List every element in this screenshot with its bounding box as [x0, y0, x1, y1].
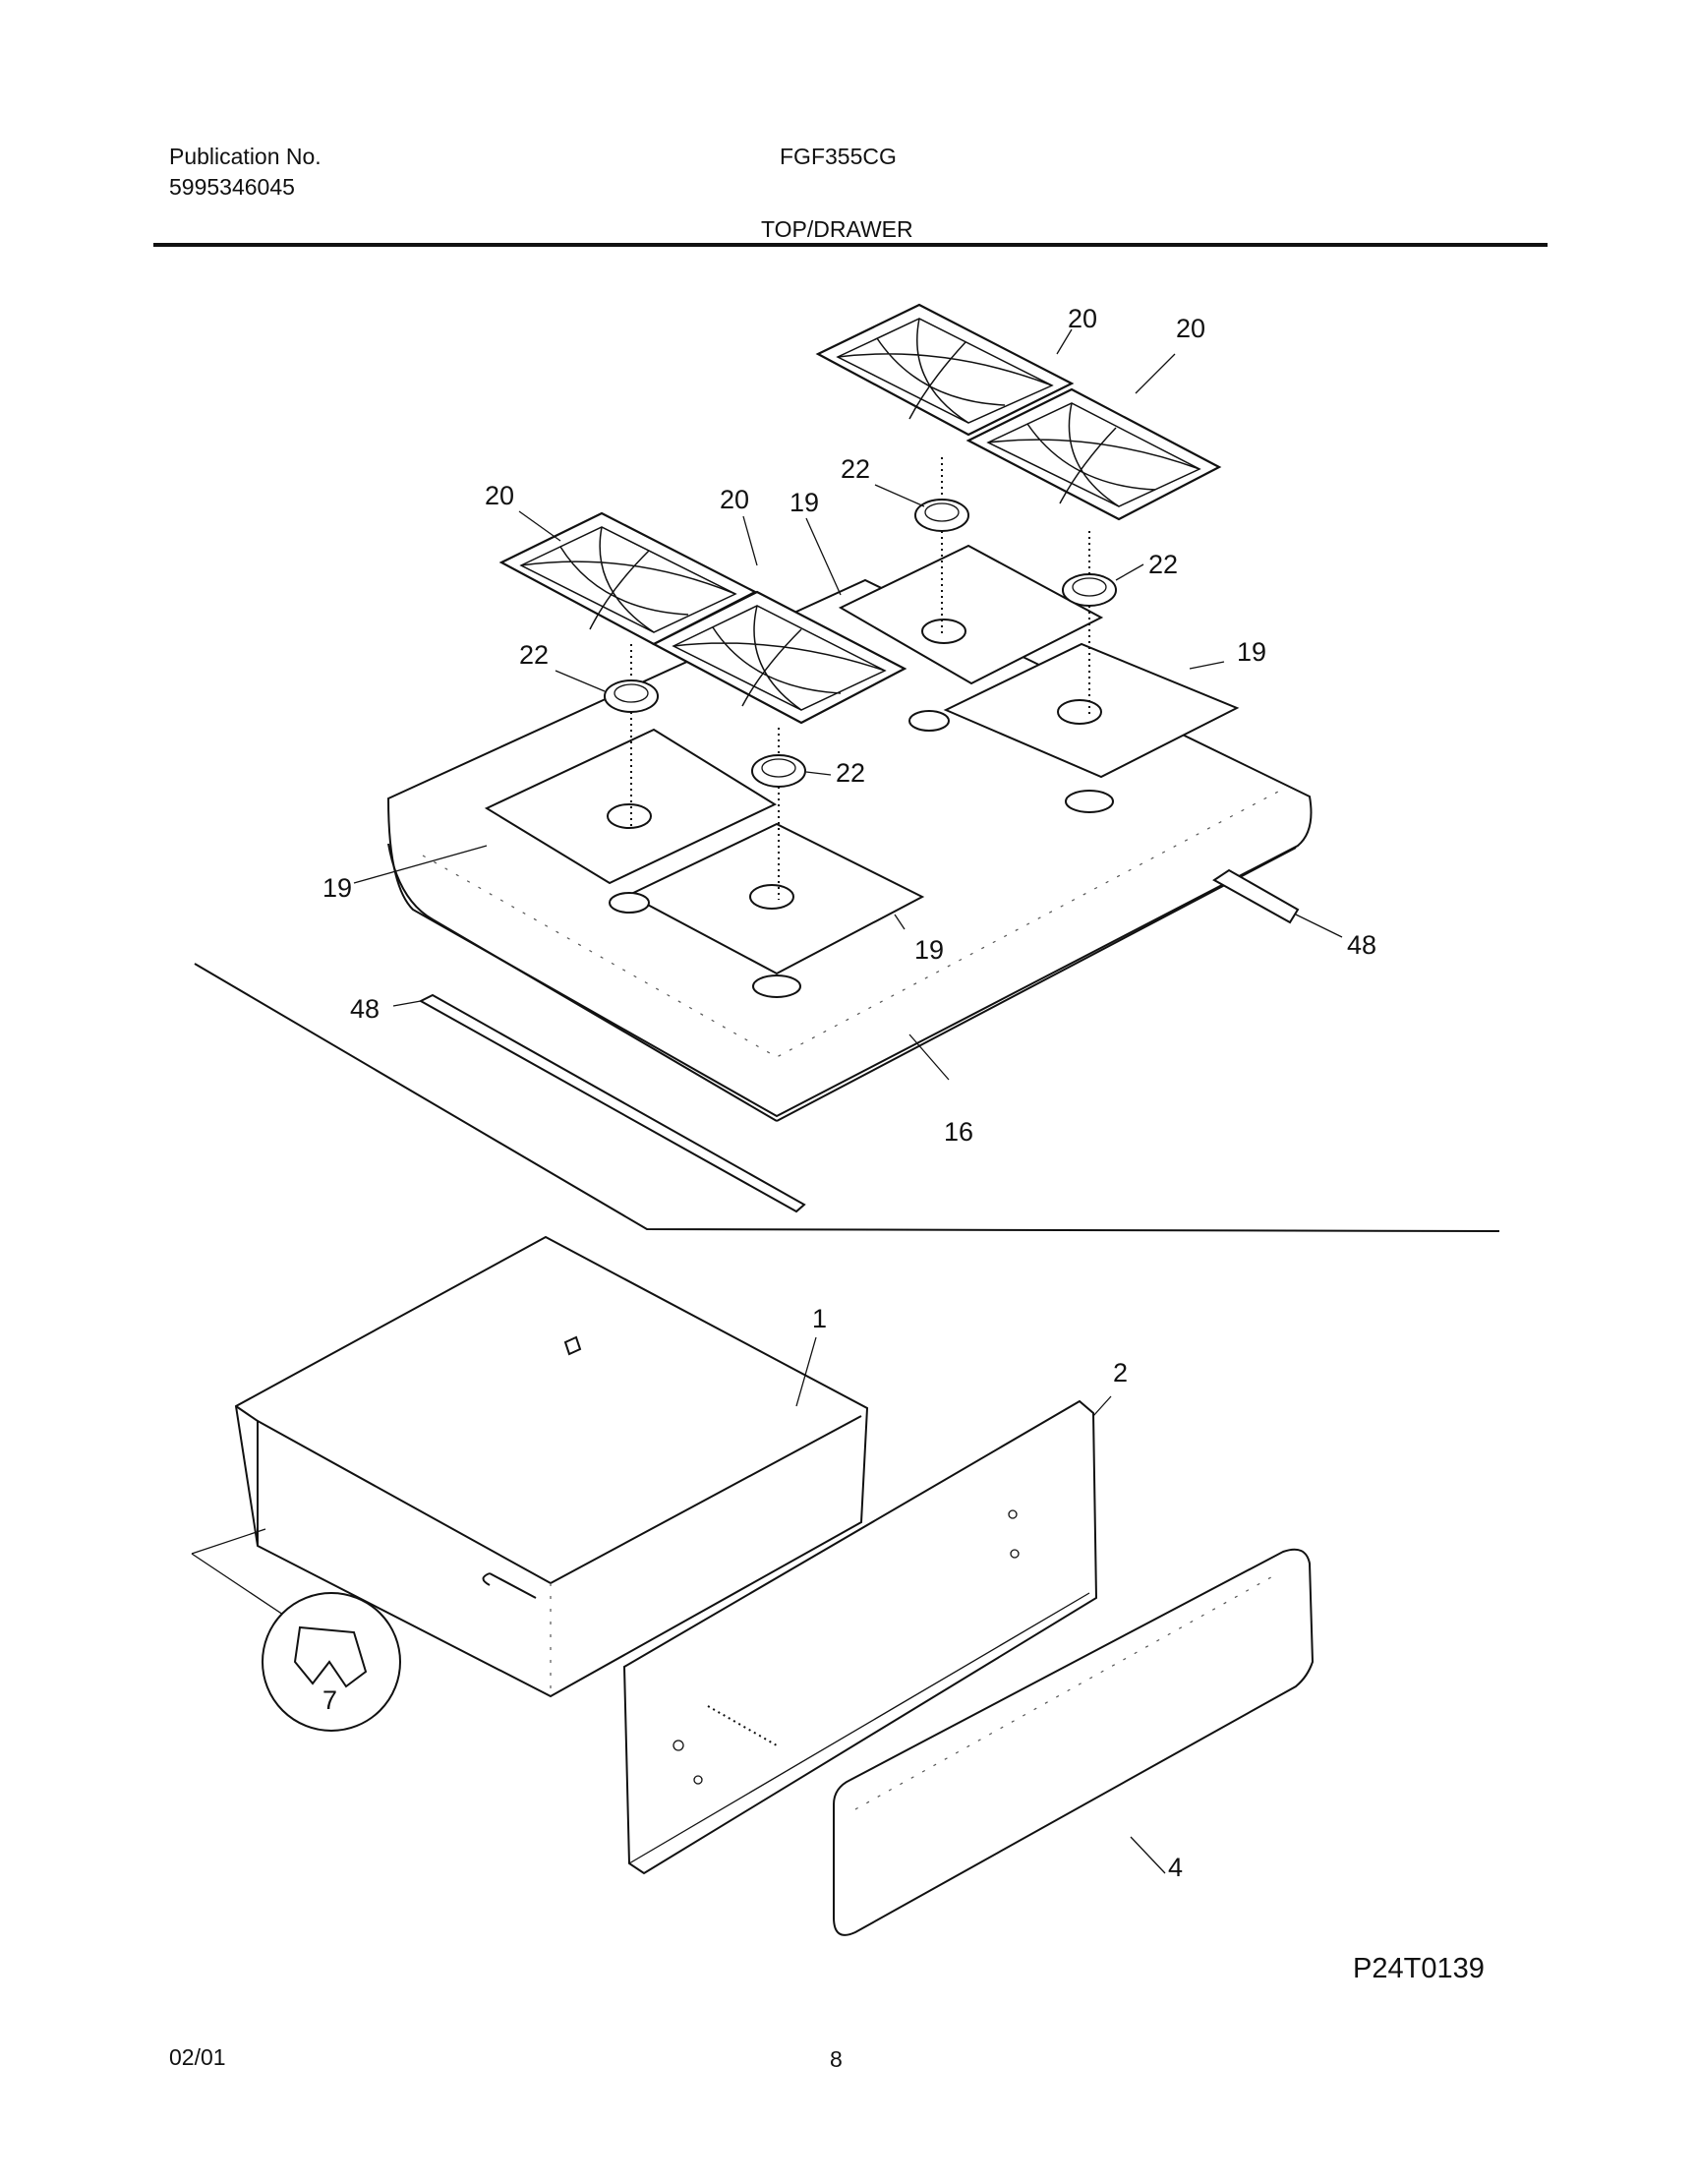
burner-head: [1062, 573, 1117, 607]
callout-grate-rear-right: 20: [1176, 314, 1205, 343]
drawer-front-panel: [622, 1399, 1098, 1875]
callout-trim-left: 48: [350, 994, 380, 1024]
callout-burner-pan-rear-left: 19: [790, 488, 819, 517]
burner-cup: [1065, 790, 1114, 813]
callout-burner-pan-front-left: 19: [322, 873, 352, 903]
section-divider-line: [194, 963, 1500, 1232]
callout-drawer-front-panel: 2: [1113, 1358, 1128, 1387]
burner-head: [751, 754, 806, 788]
callout-burner-head-front: 22: [836, 758, 865, 788]
callout-grate-center: 20: [720, 485, 749, 514]
burner-grate-rear-left: [815, 303, 1075, 437]
side-trim-right: [1212, 868, 1300, 924]
burner-head: [604, 679, 659, 713]
callout-drawer-face: 4: [1168, 1853, 1183, 1882]
header-rule: [153, 243, 1548, 247]
burner-pan-front-right: [626, 822, 925, 975]
publication-label: Publication No.: [169, 144, 322, 169]
footer-date: 02/01: [169, 2044, 226, 2070]
callout-drawer-glide: 7: [322, 1685, 337, 1715]
drawer-face: [833, 1548, 1315, 1936]
callout-burner-pan-front-right: 19: [914, 935, 944, 965]
callout-grate-rear-left: 20: [1068, 304, 1097, 333]
publication-number: 5995346045: [169, 174, 295, 200]
side-trim-left: [418, 993, 806, 1213]
callout-burner-head-rear-right: 22: [1148, 550, 1178, 579]
callout-burner-pan-rear-right: 19: [1237, 637, 1266, 667]
callout-trim-right: 48: [1347, 930, 1376, 960]
model-number: FGF355CG: [780, 144, 897, 169]
drawer-glide-detail: [191, 1528, 401, 1732]
burner-cup: [752, 974, 801, 998]
burner-pan-rear-right: [943, 642, 1240, 779]
burner-head: [914, 499, 969, 532]
burner-cup: [908, 710, 950, 732]
callout-burner-head-left: 22: [519, 640, 549, 670]
burner-grate-center: [651, 590, 907, 725]
burner-pan-rear-left: [838, 544, 1104, 685]
leader-lines: [353, 328, 1343, 1874]
burner-grate-rear-right: [965, 387, 1222, 521]
callout-burner-head-rear-left: 22: [841, 454, 870, 484]
figure-code: P24T0139: [1353, 1953, 1485, 1984]
section-title: TOP/DRAWER: [761, 216, 913, 242]
burner-cup: [609, 892, 650, 914]
callout-maintop: 16: [944, 1117, 973, 1147]
page-number: 8: [830, 2046, 843, 2072]
callout-grate-left: 20: [485, 481, 514, 510]
drawer-body: [234, 1235, 869, 1698]
callout-drawer-body: 1: [812, 1304, 827, 1333]
